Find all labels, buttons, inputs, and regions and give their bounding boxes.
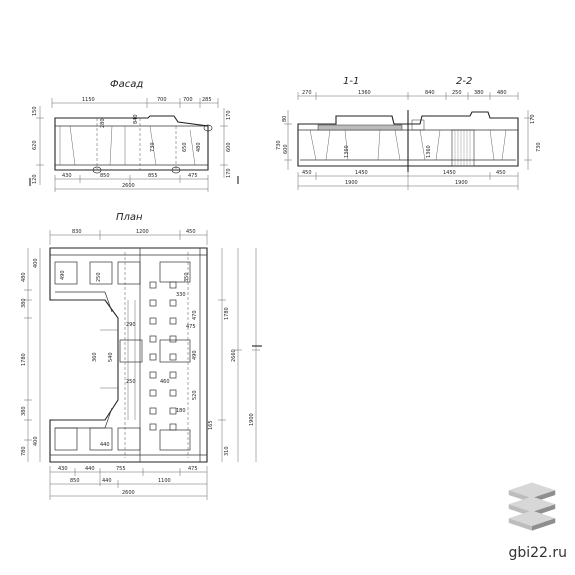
- facade-inner-label-2: 280: [100, 118, 106, 128]
- plan-inner-label-7: 490: [192, 350, 198, 360]
- facade-right-dim-1: 170: [226, 110, 232, 120]
- facade-top-dim-3: 700: [183, 97, 193, 103]
- section-1-overall-dim: 1900: [345, 180, 358, 186]
- section-1-left-dim-3: 600: [283, 144, 289, 154]
- plan-inner-label-10: 440: [100, 442, 110, 448]
- plan-top-dim-1: 830: [72, 229, 82, 235]
- section-1-bottom-dim-1: 450: [302, 170, 312, 176]
- facade-bottom-dim-1: 430: [62, 173, 72, 179]
- stacked-slabs-icon: [508, 482, 556, 531]
- plan-bottom-dim-5: 850: [70, 478, 80, 484]
- facade-top-dim-4: 285: [202, 97, 212, 103]
- facade-inner-label-4: 650: [182, 142, 188, 152]
- plan-inner-label-15: 290: [126, 322, 136, 328]
- plan-inner-label-6: 470: [192, 310, 198, 320]
- plan-right-dim-4: 310: [224, 446, 230, 456]
- facade-right-dim-3: 170: [226, 168, 232, 178]
- plan-bottom-dim-6: 440: [102, 478, 112, 484]
- plan-inner-label-11: 250: [126, 379, 136, 385]
- plan-inner-label-9: 165: [208, 420, 214, 430]
- plan-bottom-dim-2: 440: [85, 466, 95, 472]
- plan-right-dim-2: 2660: [231, 349, 237, 362]
- gbi22-logo: [508, 482, 556, 531]
- section-2-top-dim-1: 840: [425, 90, 435, 96]
- plan-top-dim-2: 1200: [136, 229, 149, 235]
- plan-right-dim-1: 1900: [249, 413, 255, 426]
- plan-bottom-dim-1: 430: [58, 466, 68, 472]
- section-1-left-dim-1: 80: [282, 116, 288, 122]
- section-2-right-dim-1: 170: [530, 114, 536, 124]
- facade-inner-label-1: 840: [133, 114, 139, 124]
- facade-top-dim-1: 1150: [82, 97, 95, 103]
- facade-left-dim-3: 120: [32, 174, 38, 184]
- facade-bottom-dim-4: 475: [188, 173, 198, 179]
- plan-left-dim-3: 380: [21, 298, 27, 308]
- facade-left-dim-2: 620: [32, 140, 38, 150]
- plan-left-dim-6: 780: [21, 446, 27, 456]
- plan-bottom-dim-3: 755: [116, 466, 126, 472]
- section-1-bottom-dim-2: 1450: [355, 170, 368, 176]
- facade-title: Фасад: [110, 79, 143, 90]
- section-2-bottom-dim-2: 450: [496, 170, 506, 176]
- plan-opening-bottom-left: [54, 427, 78, 451]
- plan-left-dim-2: 400: [33, 258, 39, 268]
- plan-inner-label-13: 180: [176, 408, 186, 414]
- plan-inner-label-3: 350: [184, 272, 190, 282]
- section-2-top-dim-2: 250: [452, 90, 462, 96]
- section-1-left-dim-2: 730: [276, 140, 282, 150]
- plan-inner-label-14: 330: [176, 292, 186, 298]
- section-2-bottom-dim-1: 1450: [443, 170, 456, 176]
- plan-inner-label-16: 475: [186, 324, 196, 330]
- sections-outline: [297, 111, 519, 167]
- plan-title: План: [116, 212, 143, 223]
- plan-opening-top-left: [54, 261, 78, 285]
- facade-overall-dim: 2600: [122, 183, 135, 189]
- section-1-inner-label: 1360: [344, 145, 350, 158]
- plan-left-dim-7: 400: [33, 436, 39, 446]
- section-2-top-dim-4: 480: [497, 90, 507, 96]
- plan-inner-label-8: 520: [192, 390, 198, 400]
- plan-view: План 830 1200 450: [21, 212, 262, 500]
- plan-inner-label-2: 250: [96, 272, 102, 282]
- plan-left-dim-4: 1780: [21, 353, 27, 366]
- section-2-inner-label: 1360: [426, 145, 432, 158]
- facade-outline: [54, 115, 209, 171]
- sections-view: 1-1 2-2 270 1360 840 250 380 480: [276, 76, 542, 190]
- facade-bottom-dim-3: 855: [148, 173, 158, 179]
- watermark-text: gbi22.ru: [508, 545, 567, 561]
- section-1-title: 1-1: [343, 76, 359, 87]
- plan-left-dim-1: 480: [21, 272, 27, 282]
- section-2-top-dim-3: 380: [474, 90, 484, 96]
- section-2-overall-dim: 1900: [455, 180, 468, 186]
- plan-hole-grid: [149, 281, 177, 431]
- plan-inner-label-4: 360: [92, 352, 98, 362]
- section-2-title: 2-2: [456, 76, 472, 87]
- plan-inner-label-5: 540: [108, 352, 114, 362]
- facade-bottom-dim-2: 850: [100, 173, 110, 179]
- facade-right-dim-2: 600: [226, 142, 232, 152]
- section-1-top-dim-2: 1360: [358, 90, 371, 96]
- plan-inner-label-12: 460: [160, 379, 170, 385]
- facade-view: Фасад 1150 700 700 285 840 280 730 650 4…: [29, 79, 239, 192]
- plan-right-dim-3: 1780: [224, 307, 230, 320]
- facade-inner-label-3: 730: [150, 142, 156, 152]
- facade-inner-label-5: 480: [196, 142, 202, 152]
- plan-top-dim-3: 450: [186, 229, 196, 235]
- section-2-hatched-column: [451, 129, 475, 167]
- section-2-right-dim-2: 730: [536, 142, 542, 152]
- plan-inner-label-1: 490: [60, 270, 66, 280]
- plan-left-dim-5: 380: [21, 406, 27, 416]
- facade-left-dim-1: 150: [32, 106, 38, 116]
- section-1-top-dim-1: 270: [302, 90, 312, 96]
- plan-bottom-dim-4: 475: [188, 466, 198, 472]
- facade-top-dim-2: 700: [157, 97, 167, 103]
- plan-bottom-dim-7: 1100: [158, 478, 171, 484]
- plan-overall-dim: 2600: [122, 490, 135, 496]
